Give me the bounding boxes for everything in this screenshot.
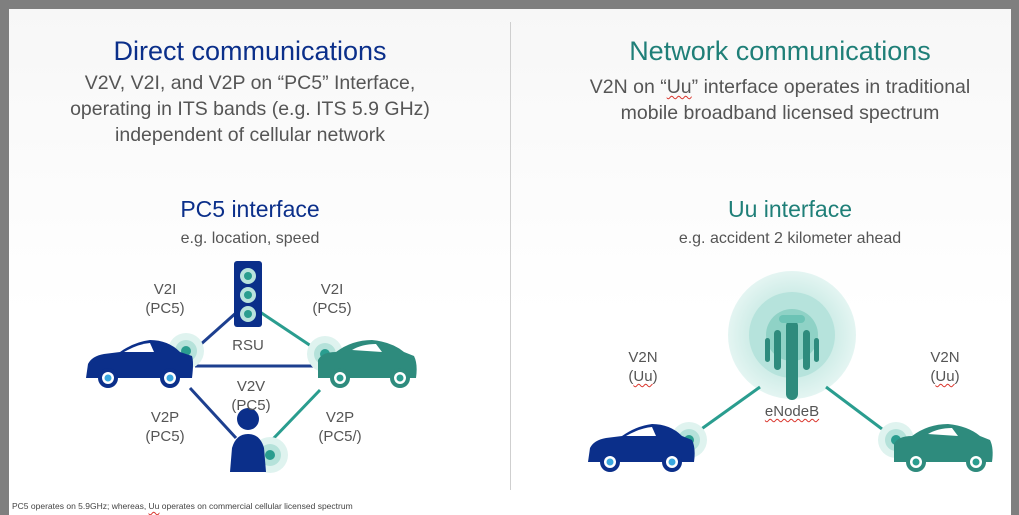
direct-comms-line-2: operating in ITS bands (e.g. ITS 5.9 GHz… bbox=[70, 98, 430, 120]
right-teal-car-icon bbox=[894, 424, 993, 472]
network-comms-line-1: V2N on “Uu” interface operates in tradit… bbox=[589, 76, 971, 98]
uu-links bbox=[699, 385, 887, 434]
label-enodeb: eNodeB bbox=[764, 403, 820, 420]
pc5-interface-title: PC5 interface bbox=[180, 196, 320, 222]
pc5-interface-note: e.g. location, speed bbox=[180, 230, 320, 247]
direct-comms-line-3: independent of cellular network bbox=[115, 124, 385, 146]
right-blue-car-icon bbox=[588, 424, 695, 472]
link-car-rsu bbox=[199, 310, 238, 347]
label-v2i-right: V2I(PC5) bbox=[312, 281, 352, 317]
link-enodeb-teal-car bbox=[825, 385, 887, 434]
network-comms-title: Network communications bbox=[629, 36, 931, 66]
label-rsu: RSU bbox=[232, 337, 264, 354]
network-comms-line-2: mobile broadband licensed spectrum bbox=[620, 102, 940, 124]
enodeb-tower-icon bbox=[765, 315, 819, 400]
label-v2p-right: V2P(PC5/) bbox=[318, 409, 362, 445]
label-v2p-left: V2P(PC5) bbox=[145, 409, 185, 445]
pedestrian-icon bbox=[230, 408, 266, 472]
direct-comms-title: Direct communications bbox=[113, 36, 387, 66]
uu-interface-note: e.g. accident 2 kilometer ahead bbox=[678, 230, 902, 247]
uu-interface-title: Uu interface bbox=[727, 196, 852, 222]
link-person-car-right bbox=[270, 388, 322, 442]
label-v2v: V2V(PC5) bbox=[231, 378, 271, 414]
label-v2n-left: V2N(Uu) bbox=[628, 349, 658, 385]
footnote: PC5 operates on 5.9GHz; whereas, Uu oper… bbox=[12, 501, 353, 511]
rsu-icon bbox=[234, 261, 262, 327]
link-car-person bbox=[188, 386, 238, 440]
teal-car-icon bbox=[318, 340, 417, 388]
label-v2n-right: V2N(Uu) bbox=[930, 349, 960, 385]
column-divider bbox=[510, 22, 511, 490]
direct-comms-line-1: V2V, V2I, and V2P on “PC5” Interface, bbox=[84, 72, 416, 94]
blue-car-icon bbox=[86, 340, 193, 388]
label-v2i-left: V2I(PC5) bbox=[145, 281, 185, 317]
link-enodeb-blue-car bbox=[699, 385, 761, 432]
